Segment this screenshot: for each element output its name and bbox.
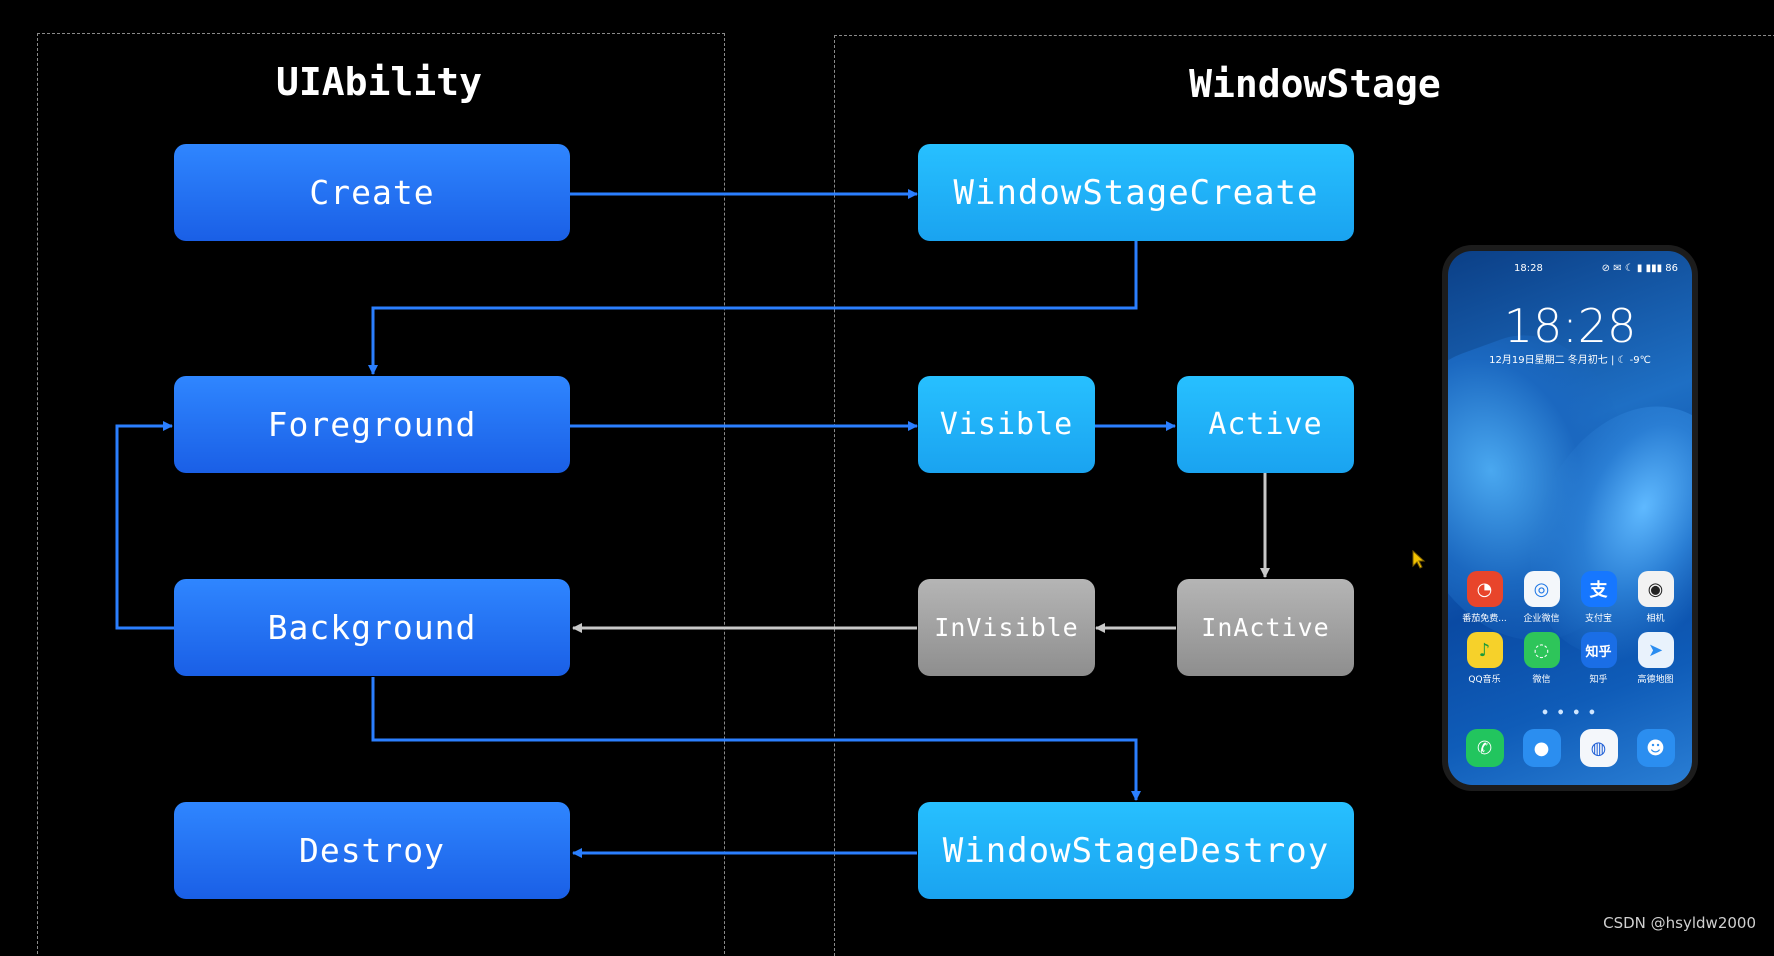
watermark: CSDN @hsyldw2000 xyxy=(1603,914,1756,932)
app-label: 微信 xyxy=(1532,675,1551,685)
arrow-background-to-windowstagedestroy xyxy=(371,677,1141,801)
dock-tile[interactable]: ☻ xyxy=(1627,729,1684,767)
app-tile[interactable]: ♪ QQ音乐 xyxy=(1456,632,1513,685)
app-label: 知乎 xyxy=(1589,675,1608,685)
qqmusic-app-icon: ♪ xyxy=(1466,632,1503,668)
phone-app-icon: ✆ xyxy=(1465,729,1504,767)
app-label: QQ音乐 xyxy=(1468,675,1501,685)
app-dock: ✆ ● ◍ ☻ xyxy=(1456,729,1684,767)
app-tile[interactable]: 支 支付宝 xyxy=(1570,571,1627,624)
windowstagedestroy-node: WindowStageDestroy xyxy=(918,802,1354,899)
app-label: 相机 xyxy=(1646,614,1665,624)
windowstage-title: WindowStage xyxy=(1189,62,1441,106)
tomato-app-icon: ◔ xyxy=(1466,571,1503,607)
page-indicator: ● ● ● ● xyxy=(1542,707,1598,716)
arrow-windowstagecreate-to-foreground xyxy=(368,241,1138,375)
zhihu-app-icon: 知乎 xyxy=(1580,632,1617,668)
app-tile[interactable]: ◉ 相机 xyxy=(1627,571,1684,624)
app-label: 番茄免费... xyxy=(1462,614,1507,624)
amap-app-icon: ➤ xyxy=(1637,632,1674,668)
dock-tile[interactable]: ◍ xyxy=(1570,729,1627,767)
lock-clock: 18:28 xyxy=(1503,299,1637,353)
app-tile[interactable]: ◌ 微信 xyxy=(1513,632,1570,685)
app-label: 高德地图 xyxy=(1637,675,1674,685)
phone-screen: 18:28 ⊘ ✉ ☾ ▮ ▮▮▮ 86 18:28 12月19日星期二 冬月初… xyxy=(1448,251,1692,785)
inactive-node: InActive xyxy=(1177,579,1354,676)
invisible-node: InVisible xyxy=(918,579,1095,676)
wecom-app-icon: ◎ xyxy=(1523,571,1560,607)
status-bar: 18:28 ⊘ ✉ ☾ ▮ ▮▮▮ 86 xyxy=(1448,263,1692,274)
messages-app-icon: ● xyxy=(1522,729,1561,767)
contacts-app-icon: ☻ xyxy=(1636,729,1675,767)
app-tile[interactable]: 知乎 知乎 xyxy=(1570,632,1627,685)
arrow-background-to-foreground xyxy=(115,421,174,630)
destroy-node: Destroy xyxy=(174,802,570,899)
app-grid: ◔ 番茄免费... ◎ 企业微信 支 支付宝 ◉ 相机 ♪ QQ音乐 ◌ 微信 xyxy=(1456,571,1684,685)
wechat-app-icon: ◌ xyxy=(1523,632,1560,668)
mouse-cursor-icon xyxy=(1412,550,1426,569)
status-icons: ⊘ ✉ ☾ ▮ ▮▮▮ 86 xyxy=(1601,263,1678,274)
app-tile[interactable]: ◔ 番茄免费... xyxy=(1456,571,1513,624)
status-time: 18:28 xyxy=(1514,263,1543,274)
active-node: Active xyxy=(1177,376,1354,473)
windowstagecreate-node: WindowStageCreate xyxy=(918,144,1354,241)
app-tile[interactable]: ➤ 高德地图 xyxy=(1627,632,1684,685)
uiability-panel xyxy=(37,33,725,954)
foreground-node: Foreground xyxy=(174,376,570,473)
visible-node: Visible xyxy=(918,376,1095,473)
app-tile[interactable]: ◎ 企业微信 xyxy=(1513,571,1570,624)
app-label: 支付宝 xyxy=(1584,614,1612,624)
browser-app-icon: ◍ xyxy=(1579,729,1618,767)
uiability-title: UIAbility xyxy=(276,60,482,104)
dock-tile[interactable]: ● xyxy=(1513,729,1570,767)
alipay-app-icon: 支 xyxy=(1580,571,1617,607)
background-node: Background xyxy=(174,579,570,676)
dock-tile[interactable]: ✆ xyxy=(1456,729,1513,767)
windowstage-panel xyxy=(834,35,1774,956)
app-label: 企业微信 xyxy=(1523,614,1560,624)
phone-mockup: 18:28 ⊘ ✉ ☾ ▮ ▮▮▮ 86 18:28 12月19日星期二 冬月初… xyxy=(1442,245,1698,791)
create-node: Create xyxy=(174,144,570,241)
camera-app-icon: ◉ xyxy=(1637,571,1674,607)
lock-date: 12月19日星期二 冬月初七 | ☾ -9℃ xyxy=(1489,355,1651,366)
